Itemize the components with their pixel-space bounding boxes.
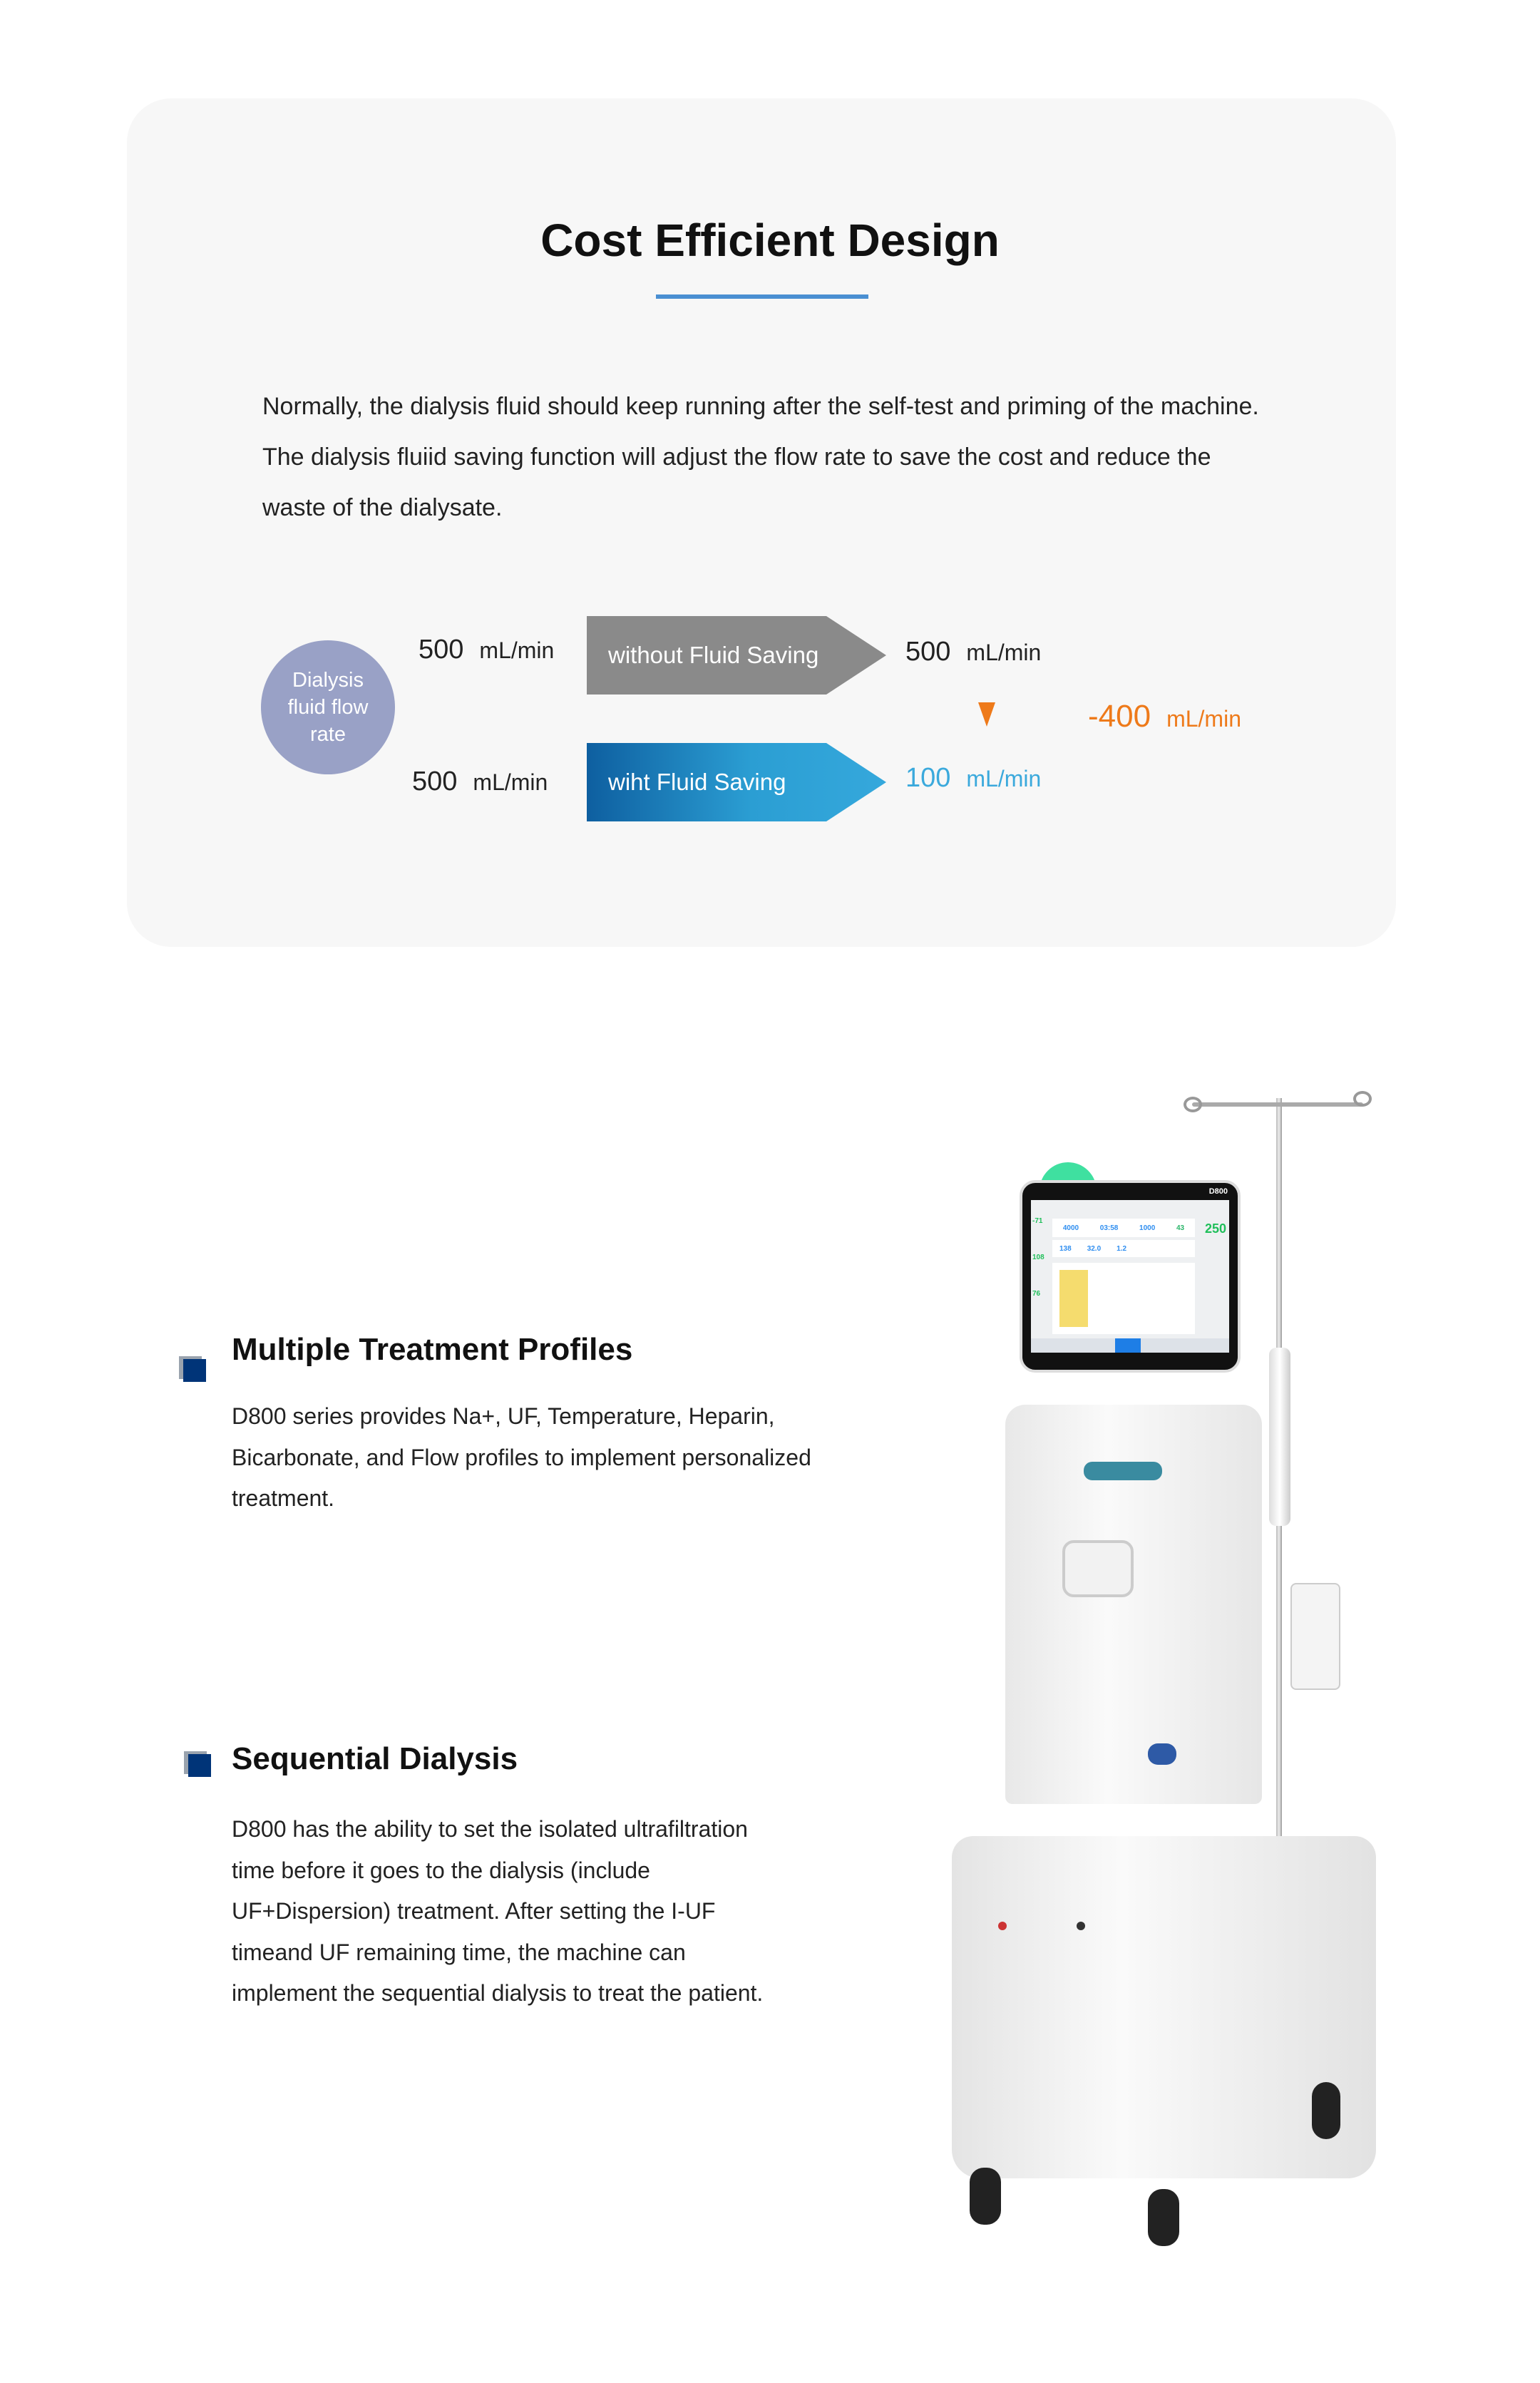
- square-bullet-icon: [179, 1356, 206, 1382]
- iv-hook-bar: [1192, 1102, 1363, 1107]
- screen-value: 03:58: [1099, 1224, 1119, 1232]
- screen-value: 138: [1059, 1244, 1072, 1253]
- touch-screen: 4000 03:58 1000 43 138 32.0 1.2 250 -71 108 76: [1031, 1200, 1229, 1353]
- section-title: Cost Efficient Design: [540, 215, 1000, 266]
- rate-value: 500: [905, 637, 951, 667]
- rate-value: 100: [905, 763, 951, 793]
- section-description: Normally, the dialysis fluid should keep…: [262, 393, 1259, 521]
- screen-value: 1000: [1139, 1224, 1156, 1232]
- screen-value: 32.0: [1087, 1244, 1102, 1253]
- screen-value: 4000: [1062, 1224, 1079, 1232]
- screen-value: 43: [1176, 1224, 1185, 1232]
- dialysis-flow-circle: Dialysis fluid flow rate: [261, 640, 395, 774]
- dialysis-machine-image: D800 4000 03:58 1000 43 138 32.0 1.2 250 -71 1…: [941, 1077, 1397, 2275]
- with-output-rate: 100 mL/min: [905, 763, 1041, 794]
- cartridge: [1290, 1583, 1340, 1690]
- with-fluid-saving-arrow: wiht Fluid Saving: [587, 743, 886, 821]
- iv-pole: [1276, 1098, 1282, 2082]
- rate-value: -400: [1088, 699, 1151, 734]
- screen-value: 76: [1032, 1290, 1041, 1298]
- blood-flow-value: 250: [1204, 1221, 1226, 1236]
- without-input-rate: 500 mL/min: [419, 635, 554, 665]
- decrease-triangle-icon: [978, 702, 995, 727]
- screen-value: -71: [1032, 1217, 1043, 1225]
- feature-title: Multiple Treatment Profiles: [232, 1332, 633, 1367]
- blood-pump: [1062, 1540, 1134, 1597]
- arrow-label: without Fluid Saving: [608, 642, 819, 668]
- square-bullet-icon: [184, 1751, 211, 1777]
- rate-unit: mL/min: [1166, 706, 1241, 732]
- title-underline: [656, 294, 868, 299]
- rate-value: 500: [419, 635, 464, 665]
- feature-text: D800 series provides Na+, UF, Temperatur…: [232, 1403, 811, 1511]
- model-label: D800: [1208, 1187, 1228, 1196]
- rate-unit: mL/min: [479, 637, 555, 663]
- wheel: [1312, 2082, 1340, 2139]
- screen-value: 108: [1032, 1254, 1044, 1261]
- rate-unit: mL/min: [473, 769, 548, 795]
- feature-title: Sequential Dialysis: [232, 1741, 518, 1776]
- wheel: [1148, 2189, 1179, 2246]
- with-input-rate: 500 mL/min: [412, 767, 548, 797]
- circle-label: Dialysis fluid flow rate: [287, 669, 369, 746]
- difference-rate: -400 mL/min: [1088, 699, 1241, 734]
- without-output-rate: 500 mL/min: [905, 637, 1041, 667]
- wheel: [970, 2168, 1001, 2225]
- dialyzer: [1269, 1348, 1290, 1526]
- machine-base: [952, 1836, 1376, 2178]
- feature-text: D800 has the ability to set the isolated…: [232, 1816, 764, 2006]
- rate-value: 500: [412, 767, 458, 796]
- rate-unit: mL/min: [966, 640, 1042, 665]
- without-fluid-saving-arrow: without Fluid Saving: [587, 616, 886, 695]
- rate-unit: mL/min: [966, 766, 1042, 791]
- screen-value: 1.2: [1116, 1244, 1127, 1253]
- monitor: D800 4000 03:58 1000 43 138 32.0 1.2 250 -71 1…: [1020, 1180, 1241, 1373]
- arrow-label: wiht Fluid Saving: [608, 769, 786, 795]
